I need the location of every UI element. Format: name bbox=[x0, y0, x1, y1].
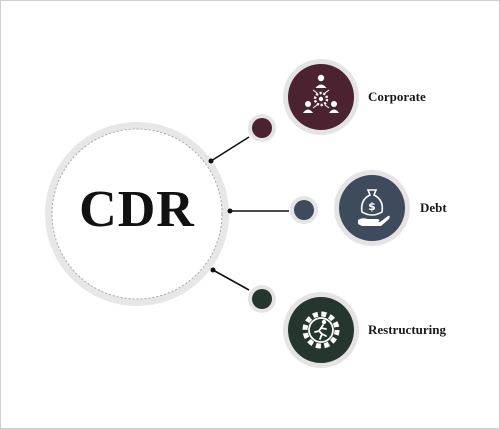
label-restructuring: Restructuring bbox=[368, 322, 446, 337]
debt-icon-circle: $ bbox=[334, 170, 410, 246]
node-dot-corporate bbox=[248, 114, 276, 142]
node-dot-restructuring bbox=[248, 285, 276, 313]
connector-restructuring bbox=[210, 267, 250, 291]
corporate-icon-circle bbox=[283, 59, 359, 135]
connector-corporate bbox=[208, 136, 250, 164]
gear-runner-icon bbox=[302, 311, 340, 349]
node-dot-debt bbox=[290, 196, 318, 224]
svg-text:$: $ bbox=[368, 200, 376, 213]
center-circle bbox=[45, 122, 229, 306]
label-corporate: Corporate bbox=[368, 89, 426, 104]
label-debt: Debt bbox=[420, 200, 447, 215]
team-gear-icon bbox=[303, 74, 339, 113]
money-bag-hand-icon: $ bbox=[358, 189, 390, 226]
center-title: CDR bbox=[79, 181, 195, 238]
restructuring-icon-circle bbox=[283, 292, 359, 368]
connector-debt bbox=[227, 208, 289, 214]
